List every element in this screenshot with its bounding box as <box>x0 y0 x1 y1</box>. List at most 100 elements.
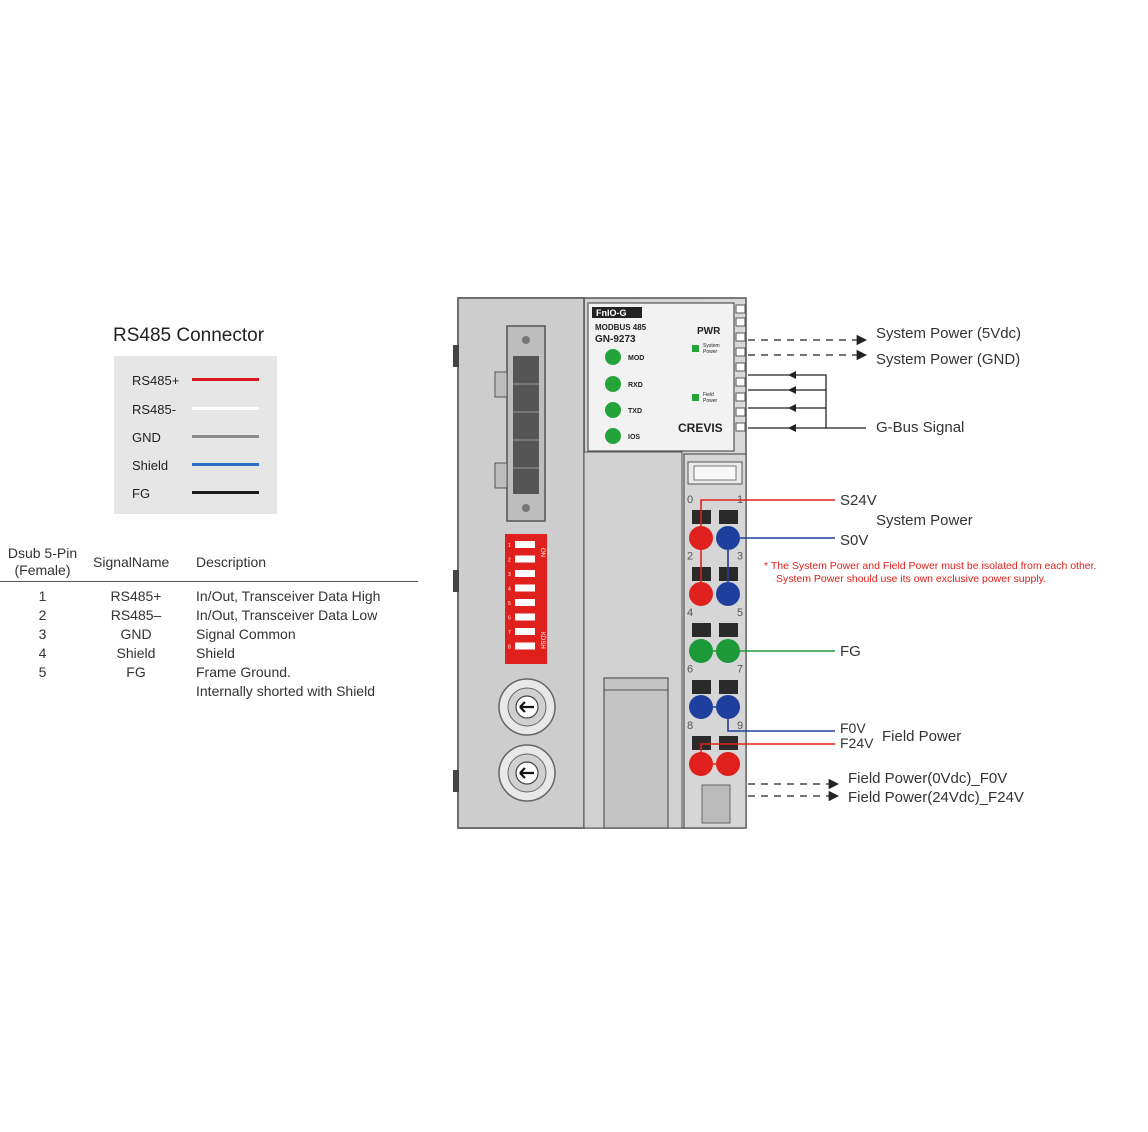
legend-label-gnd: GND <box>132 430 161 445</box>
dip-number: 4 <box>508 587 511 593</box>
table-cell-signal: GND <box>120 626 152 642</box>
legend-line-rs485-minus <box>192 407 259 410</box>
dip-lever[interactable] <box>515 584 535 592</box>
terminal-push-button[interactable] <box>692 736 711 750</box>
table-cell-desc: Shield <box>196 645 235 661</box>
release-lever[interactable] <box>603 677 669 829</box>
terminal-push-button[interactable] <box>719 510 738 524</box>
table-cell-desc-extra: Internally shorted with Shield <box>196 683 375 699</box>
table-cell-pin: 2 <box>38 607 47 623</box>
terminal-push-button[interactable] <box>692 623 711 637</box>
dip-lever[interactable] <box>515 570 535 577</box>
led-txd <box>605 402 621 418</box>
label-s0v: S0V <box>840 532 869 549</box>
table-cell-pin: 5 <box>38 664 47 680</box>
terminal-f24v-a <box>689 752 713 776</box>
label-gbus-signal: G-Bus Signal <box>876 419 965 436</box>
legend-line-gnd <box>192 435 259 438</box>
table-cell-desc: Signal Common <box>196 626 296 642</box>
table-cell-signal: Shield <box>116 645 156 661</box>
legend-line-shield <box>192 463 259 466</box>
rotary-switch-lower[interactable] <box>498 744 556 802</box>
label-system-power-5v: System Power (5Vdc) <box>876 325 1022 342</box>
dip-number: 5 <box>508 601 511 607</box>
dip-on-label: ON <box>539 548 545 557</box>
dip-lever[interactable] <box>515 541 535 548</box>
label-fg: FG <box>840 643 861 660</box>
protocol-label: MODBUS 485 <box>595 323 647 332</box>
terminal-fg-b <box>716 639 740 663</box>
table-cell-signal: FG <box>126 664 146 680</box>
dip-kdsh-label: KDSH <box>539 632 545 649</box>
brand-tag: FnIO-G <box>596 308 627 318</box>
terminal-push-button[interactable] <box>719 736 738 750</box>
dip-number: 2 <box>508 558 511 564</box>
legend-label-fg: FG <box>132 486 151 501</box>
wire-s24v <box>700 499 835 538</box>
connector-title: RS485 Connector <box>113 325 265 346</box>
label-field-power-24v: Field Power(24Vdc)_F24V <box>848 789 1024 806</box>
dip-lever[interactable] <box>515 599 535 606</box>
dip-lever[interactable] <box>515 642 535 650</box>
isolation-note-line1: * The System Power and Field Power must … <box>764 560 1097 572</box>
pin-header: Dsub 5-Pin (Female) <box>7 545 78 578</box>
dip-lever[interactable] <box>515 555 535 563</box>
table-cell-signal: RS485+ <box>110 588 162 604</box>
label-s24v: S24V <box>840 492 877 509</box>
terminal-number: 8 <box>687 720 693 732</box>
terminal-1-s0v <box>716 526 740 550</box>
terminal-push-button[interactable] <box>719 623 738 637</box>
terminal-0-s24v <box>689 526 713 550</box>
dip-lever[interactable] <box>515 613 535 621</box>
table-rule <box>0 581 418 582</box>
label-system-power: System Power <box>876 512 973 529</box>
terminal-f0v-a <box>689 695 713 719</box>
table-cell-desc: Frame Ground. <box>196 664 291 680</box>
table-cell-pin: 1 <box>38 588 47 604</box>
label-field-power: Field Power <box>882 728 962 745</box>
isolation-note-line2: System Power should use its own exclusiv… <box>776 573 1047 585</box>
terminal-push-button[interactable] <box>719 680 738 694</box>
table-cell-desc: In/Out, Transceiver Data High <box>196 588 381 604</box>
terminal-number: 0 <box>687 494 693 506</box>
terminal-push-button[interactable] <box>692 680 711 694</box>
dsub-socket <box>513 356 539 494</box>
led-mod <box>605 349 621 365</box>
label-field-power-0v: Field Power(0Vdc)_F0V <box>848 770 1008 787</box>
terminal-number: 7 <box>737 664 743 676</box>
desc-header: Description <box>196 554 267 570</box>
table-cell-desc: In/Out, Transceiver Data Low <box>196 607 378 623</box>
pin-table: Dsub 5-Pin (Female) SignalName Descripti… <box>0 545 420 705</box>
field-power-led <box>692 394 699 401</box>
led-txd-label: TXD <box>628 408 642 415</box>
legend-label-shield: Shield <box>132 458 169 473</box>
dip-lever[interactable] <box>515 628 535 635</box>
dip-number: 1 <box>508 543 511 549</box>
legend-label-rs485-plus: RS485+ <box>132 373 180 388</box>
led-ios-label: IOS <box>628 434 640 441</box>
rotary-switch-upper[interactable] <box>498 678 556 736</box>
terminal-3-s0v <box>716 582 740 606</box>
dip-number: 8 <box>508 645 511 651</box>
label-f0v: F0V <box>840 720 866 736</box>
led-rxd <box>605 376 621 392</box>
terminal-number: 6 <box>687 664 693 676</box>
terminal-number: 3 <box>737 551 743 563</box>
dip-number: 7 <box>508 630 511 636</box>
terminal-number: 2 <box>687 551 693 563</box>
dip-number: 6 <box>508 616 511 622</box>
terminal-f24v-b <box>716 752 740 776</box>
signal-header: SignalName <box>93 554 170 570</box>
terminal-latch[interactable] <box>701 784 731 824</box>
terminal-fg-a <box>689 639 713 663</box>
led-rxd-label: RXD <box>628 382 643 389</box>
legend-line-rs485-plus <box>192 378 259 381</box>
table-cell-pin: 4 <box>38 645 47 661</box>
terminal-number: 9 <box>737 720 743 732</box>
legend-label-rs485-minus: RS485- <box>132 402 177 417</box>
label-system-power-gnd: System Power (GND) <box>876 351 1021 368</box>
brand-logo: CREVIS <box>678 421 723 435</box>
